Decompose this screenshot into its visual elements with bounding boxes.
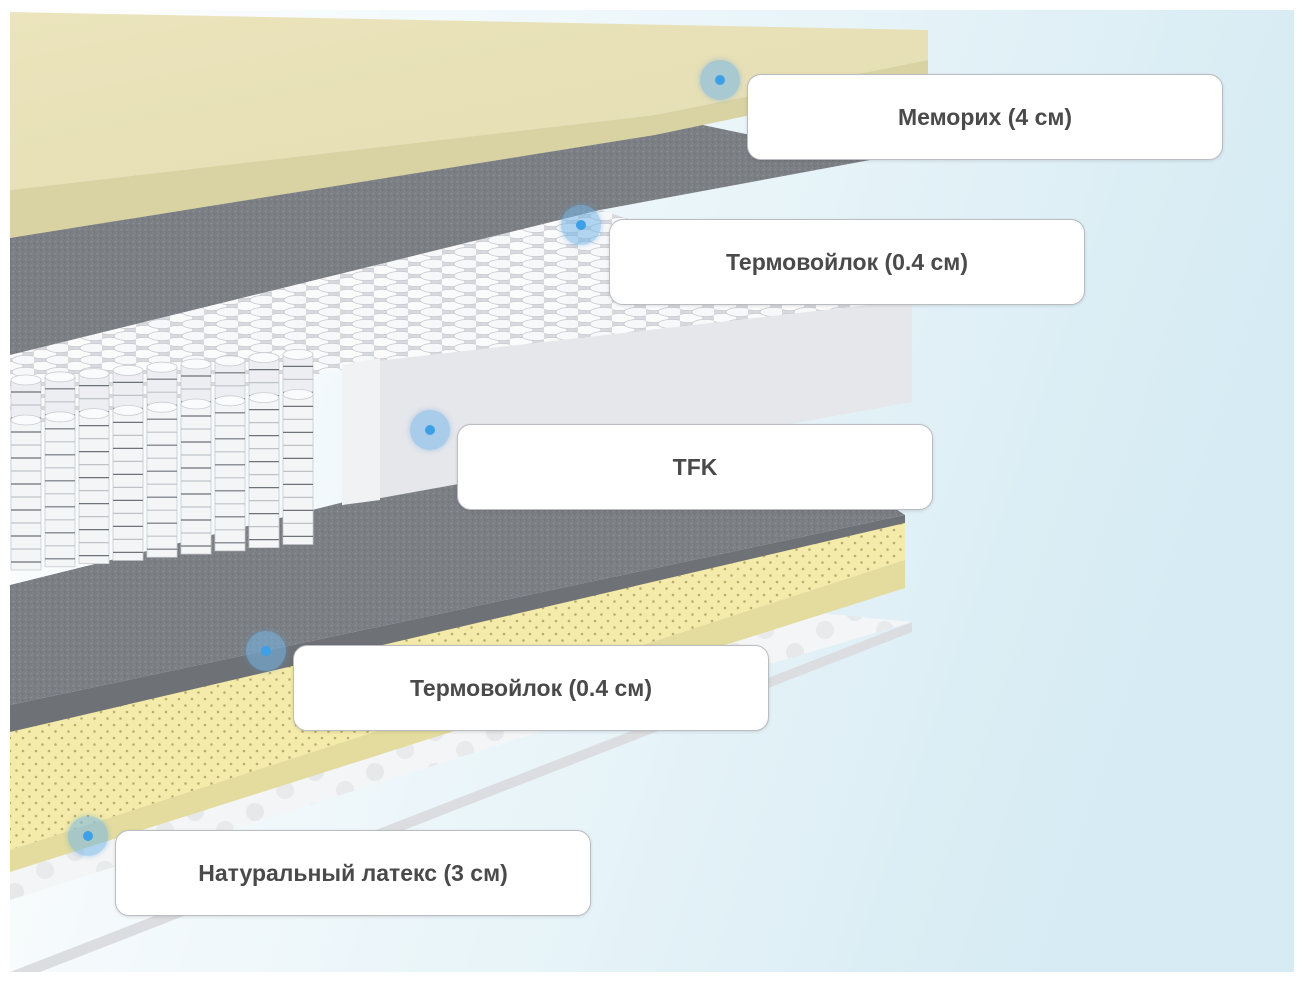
spring-coil [44,411,76,568]
label-felt-top-text: Термовойлок (0.4 см) [726,248,968,275]
label-latex-text: Натуральный латекс (3 см) [198,859,508,886]
spring-coil [214,395,246,552]
marker-spring-block[interactable] [410,410,450,450]
felt-top-layer [10,115,870,355]
marker-dot [261,646,271,656]
spring-coil [112,404,144,561]
marker-latex[interactable] [68,816,108,856]
marker-dot [715,75,725,85]
label-spring-block: TFK [457,424,933,510]
label-felt-top: Термовойлок (0.4 см) [609,219,1085,305]
spring-row [10,348,314,571]
memory-foam-side [10,60,928,238]
label-memory-foam: Мемориx (4 см) [747,74,1223,160]
label-felt-bottom: Термовойлок (0.4 см) [293,645,769,731]
spring-coil [146,401,178,558]
marker-dot [576,220,586,230]
memory-foam-layer [10,12,928,190]
spring-coil [10,414,42,571]
label-memory-foam-text: Мемориx (4 см) [897,103,1073,130]
marker-memory-foam[interactable] [700,60,740,100]
spring-coil [78,408,110,565]
marker-felt-top[interactable] [561,205,601,245]
spring-coil [282,388,314,545]
marker-dot [425,425,435,435]
label-latex: Натуральный латекс (3 см) [115,830,591,916]
marker-felt-bottom[interactable] [246,631,286,671]
spring-block-corner [342,358,380,505]
label-felt-bottom-text: Термовойлок (0.4 см) [410,674,652,701]
marker-dot [83,831,93,841]
label-spring-block-text: TFK [672,453,718,480]
spring-coil [248,392,280,549]
felt-bottom-edge [10,515,905,732]
spring-coil [180,398,212,555]
